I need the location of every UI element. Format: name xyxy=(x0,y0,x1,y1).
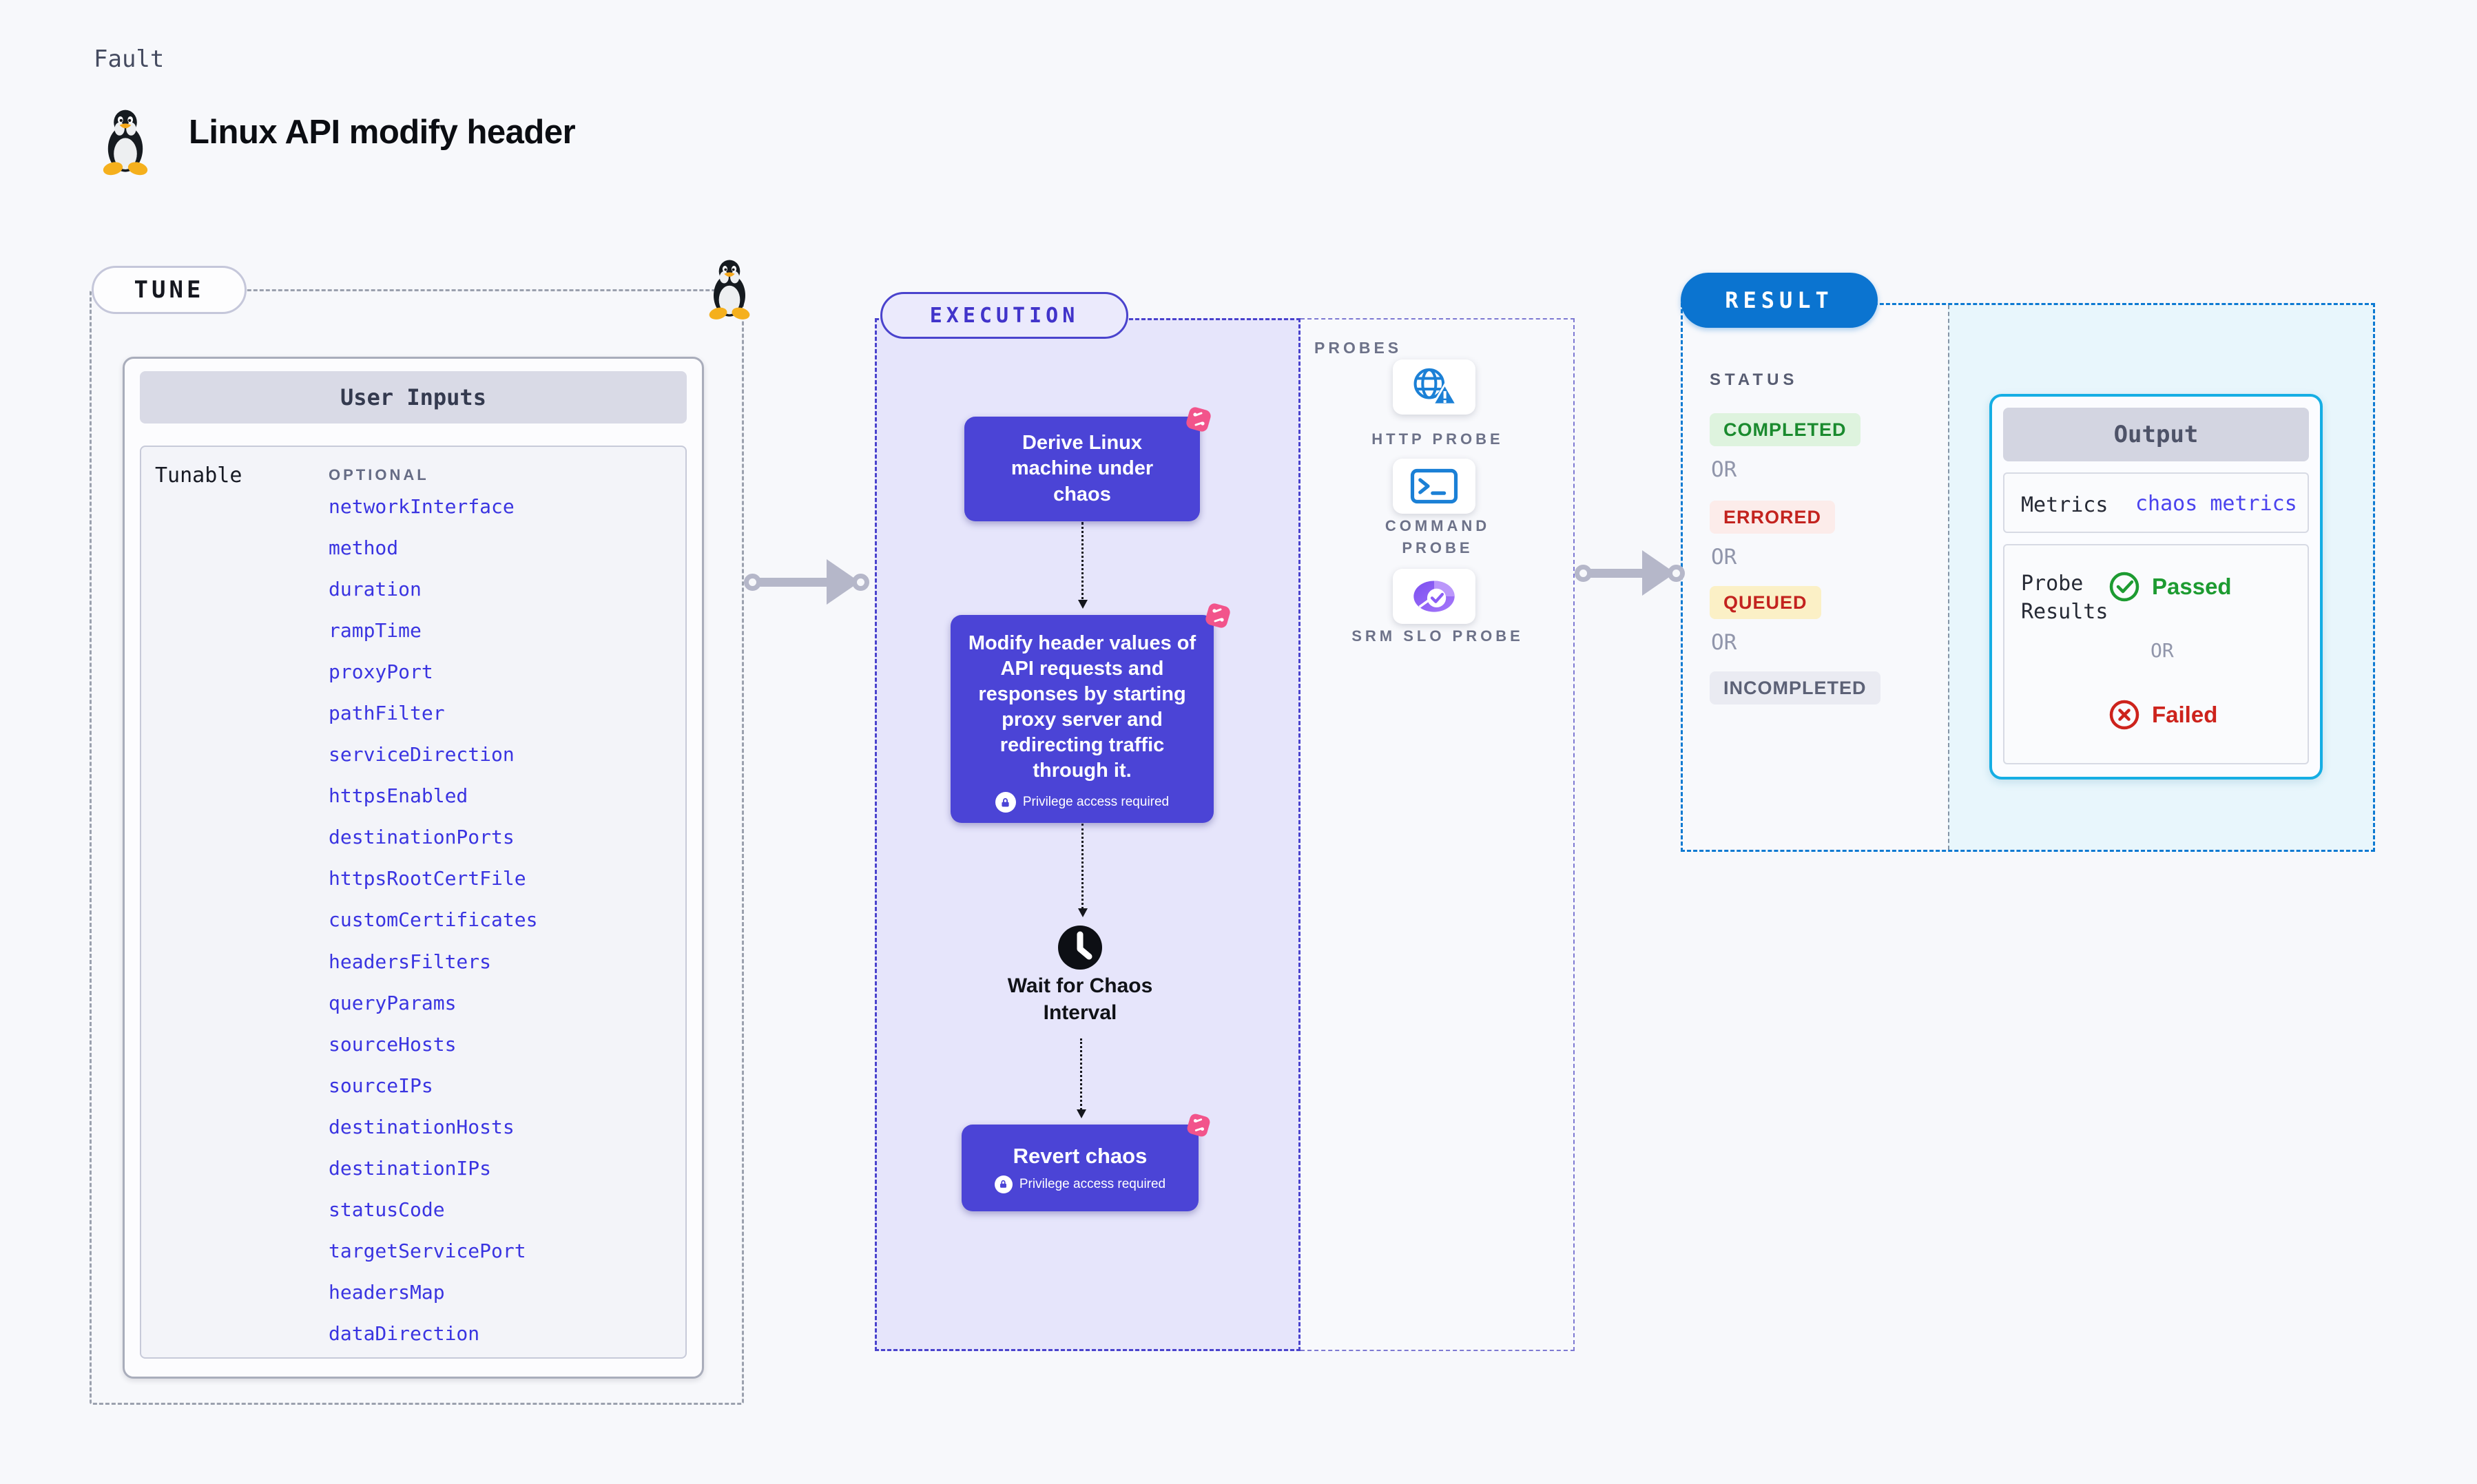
tunable-link[interactable]: queryParams xyxy=(329,991,457,1014)
privilege-note-text: Privilege access required xyxy=(1019,1176,1166,1191)
probe-result-passed: Passed xyxy=(2108,570,2232,603)
optional-column-header: OPTIONAL xyxy=(329,466,429,483)
globe-alert-icon xyxy=(1413,368,1458,406)
arrow-start-dot xyxy=(744,574,761,591)
arrow-start-dot xyxy=(1575,565,1592,582)
tune-section-box xyxy=(90,289,744,1405)
chaos-metrics-link[interactable]: chaos metrics xyxy=(2135,492,2297,516)
tunable-link[interactable]: httpsEnabled xyxy=(329,784,468,808)
slo-pie-check-icon xyxy=(1413,581,1455,612)
tunable-link[interactable]: sourceHosts xyxy=(329,1032,457,1056)
http-probe-label: HTTP PROBE xyxy=(1371,430,1504,448)
privilege-note-text: Privilege access required xyxy=(1022,795,1170,810)
probes-section-label: PROBES xyxy=(1314,339,1402,357)
command-probe-card xyxy=(1393,459,1475,514)
arrow-line xyxy=(1582,569,1657,578)
status-badge-queued: QUEUED xyxy=(1710,586,1821,619)
fault-kicker: Fault xyxy=(94,45,165,73)
command-probe-label: COMMAND PROBE xyxy=(1385,517,1491,556)
user-inputs-title: User Inputs xyxy=(140,371,687,424)
arrow-end-dot xyxy=(852,574,869,591)
privilege-note: Privilege access required xyxy=(995,792,1169,813)
step-inject-text: Modify header values of API requests and… xyxy=(968,631,1196,782)
step-revert-text: Revert chaos xyxy=(1013,1144,1148,1169)
or-separator: OR xyxy=(1711,545,1737,569)
status-badge-completed: COMPLETED xyxy=(1710,413,1861,446)
lock-icon xyxy=(994,1175,1013,1193)
tunable-link[interactable]: statusCode xyxy=(329,1198,445,1221)
user-inputs-table: Tunable OPTIONAL networkInterface method d… xyxy=(140,446,687,1359)
or-separator: OR xyxy=(1711,630,1737,655)
connector-wait-to-revert xyxy=(1076,1038,1086,1118)
tunable-row-label: Tunable xyxy=(155,463,242,488)
tunable-link[interactable]: networkInterface xyxy=(329,495,515,518)
or-separator: OR xyxy=(2150,639,2174,662)
tunable-list: networkInterface method duration rampTime pr… xyxy=(329,495,678,1345)
tux-penguin-icon xyxy=(103,109,148,176)
output-card: Output Metrics chaos metrics Probe Resul… xyxy=(1989,394,2323,780)
probe-results-row: Probe Results Passed OR Failed xyxy=(2003,544,2309,764)
lock-icon xyxy=(995,792,1016,813)
connector-inject-to-wait xyxy=(1077,824,1088,917)
probe-results-label: Probe Results xyxy=(2021,572,2108,624)
or-separator: OR xyxy=(1711,457,1737,482)
step-revert-chaos: Revert chaos Privilege access required xyxy=(962,1125,1199,1211)
chaos-fault-icon xyxy=(1186,407,1211,432)
arrow-end-dot xyxy=(1668,565,1685,582)
failed-text: Failed xyxy=(2152,702,2218,727)
tux-penguin-icon-small xyxy=(709,260,750,320)
tunable-link[interactable]: sourceIPs xyxy=(329,1074,433,1097)
output-title: Output xyxy=(2003,408,2309,461)
http-probe-card xyxy=(1393,359,1475,415)
tunable-link[interactable]: customCertificates xyxy=(329,908,538,932)
arrow-tune-to-execution xyxy=(744,559,869,605)
tunable-link[interactable]: rampTime xyxy=(329,619,422,642)
x-circle-icon xyxy=(2109,700,2139,730)
metrics-row: Metrics chaos metrics xyxy=(2003,472,2309,533)
status-badge-incompleted: INCOMPLETED xyxy=(1710,671,1880,704)
wait-interval-label: Wait for Chaos Interval xyxy=(1007,974,1153,1024)
tunable-link[interactable]: headersFilters xyxy=(329,950,492,973)
tunable-link[interactable]: destinationPorts xyxy=(329,826,515,849)
tune-section-label: TUNE xyxy=(92,266,247,314)
tunable-link[interactable]: serviceDirection xyxy=(329,743,515,766)
tunable-link[interactable]: targetServicePort xyxy=(329,1239,526,1262)
tunable-link[interactable]: httpsRootCertFile xyxy=(329,867,526,890)
check-circle-icon xyxy=(2109,572,2139,602)
step-inject-chaos: Modify header values of API requests and… xyxy=(951,615,1214,823)
arrow-line xyxy=(751,578,842,587)
tunable-link[interactable]: destinationHosts xyxy=(329,1115,515,1138)
tunable-link[interactable]: method xyxy=(329,536,399,560)
arrow-execution-to-result xyxy=(1575,550,1685,596)
connector-derive-to-inject xyxy=(1077,522,1088,609)
passed-text: Passed xyxy=(2152,574,2232,599)
srm-slo-probe-card xyxy=(1393,569,1475,624)
metrics-label: Metrics xyxy=(2021,493,2108,517)
terminal-icon xyxy=(1410,468,1458,504)
result-section-label: RESULT xyxy=(1681,273,1878,328)
tunable-link[interactable]: duration xyxy=(329,578,422,601)
step-derive-text: Derive Linux machine under chaos xyxy=(1011,432,1154,505)
clock-icon xyxy=(1058,926,1102,970)
chaos-fault-icon xyxy=(1205,603,1230,628)
step-derive-machine: Derive Linux machine under chaos xyxy=(964,417,1200,521)
tunable-link[interactable]: dataDirection xyxy=(329,1321,480,1345)
privilege-note: Privilege access required xyxy=(994,1175,1166,1193)
execution-section-label: EXECUTION xyxy=(880,292,1128,339)
probe-result-failed: Failed xyxy=(2108,698,2217,731)
tunable-link[interactable]: pathFilter xyxy=(329,702,445,725)
status-heading: STATUS xyxy=(1710,370,1799,389)
tunable-link[interactable]: headersMap xyxy=(329,1280,445,1304)
tunable-link[interactable]: proxyPort xyxy=(329,660,433,684)
chaos-fault-icon xyxy=(1187,1114,1210,1137)
status-badge-errored: ERRORED xyxy=(1710,501,1836,534)
user-inputs-card: User Inputs Tunable OPTIONAL networkInte… xyxy=(123,357,704,1379)
tunable-link[interactable]: destinationIPs xyxy=(329,1156,492,1180)
srm-slo-probe-label: SRM SLO PROBE xyxy=(1351,627,1524,645)
page-title: Linux API modify header xyxy=(189,114,576,151)
